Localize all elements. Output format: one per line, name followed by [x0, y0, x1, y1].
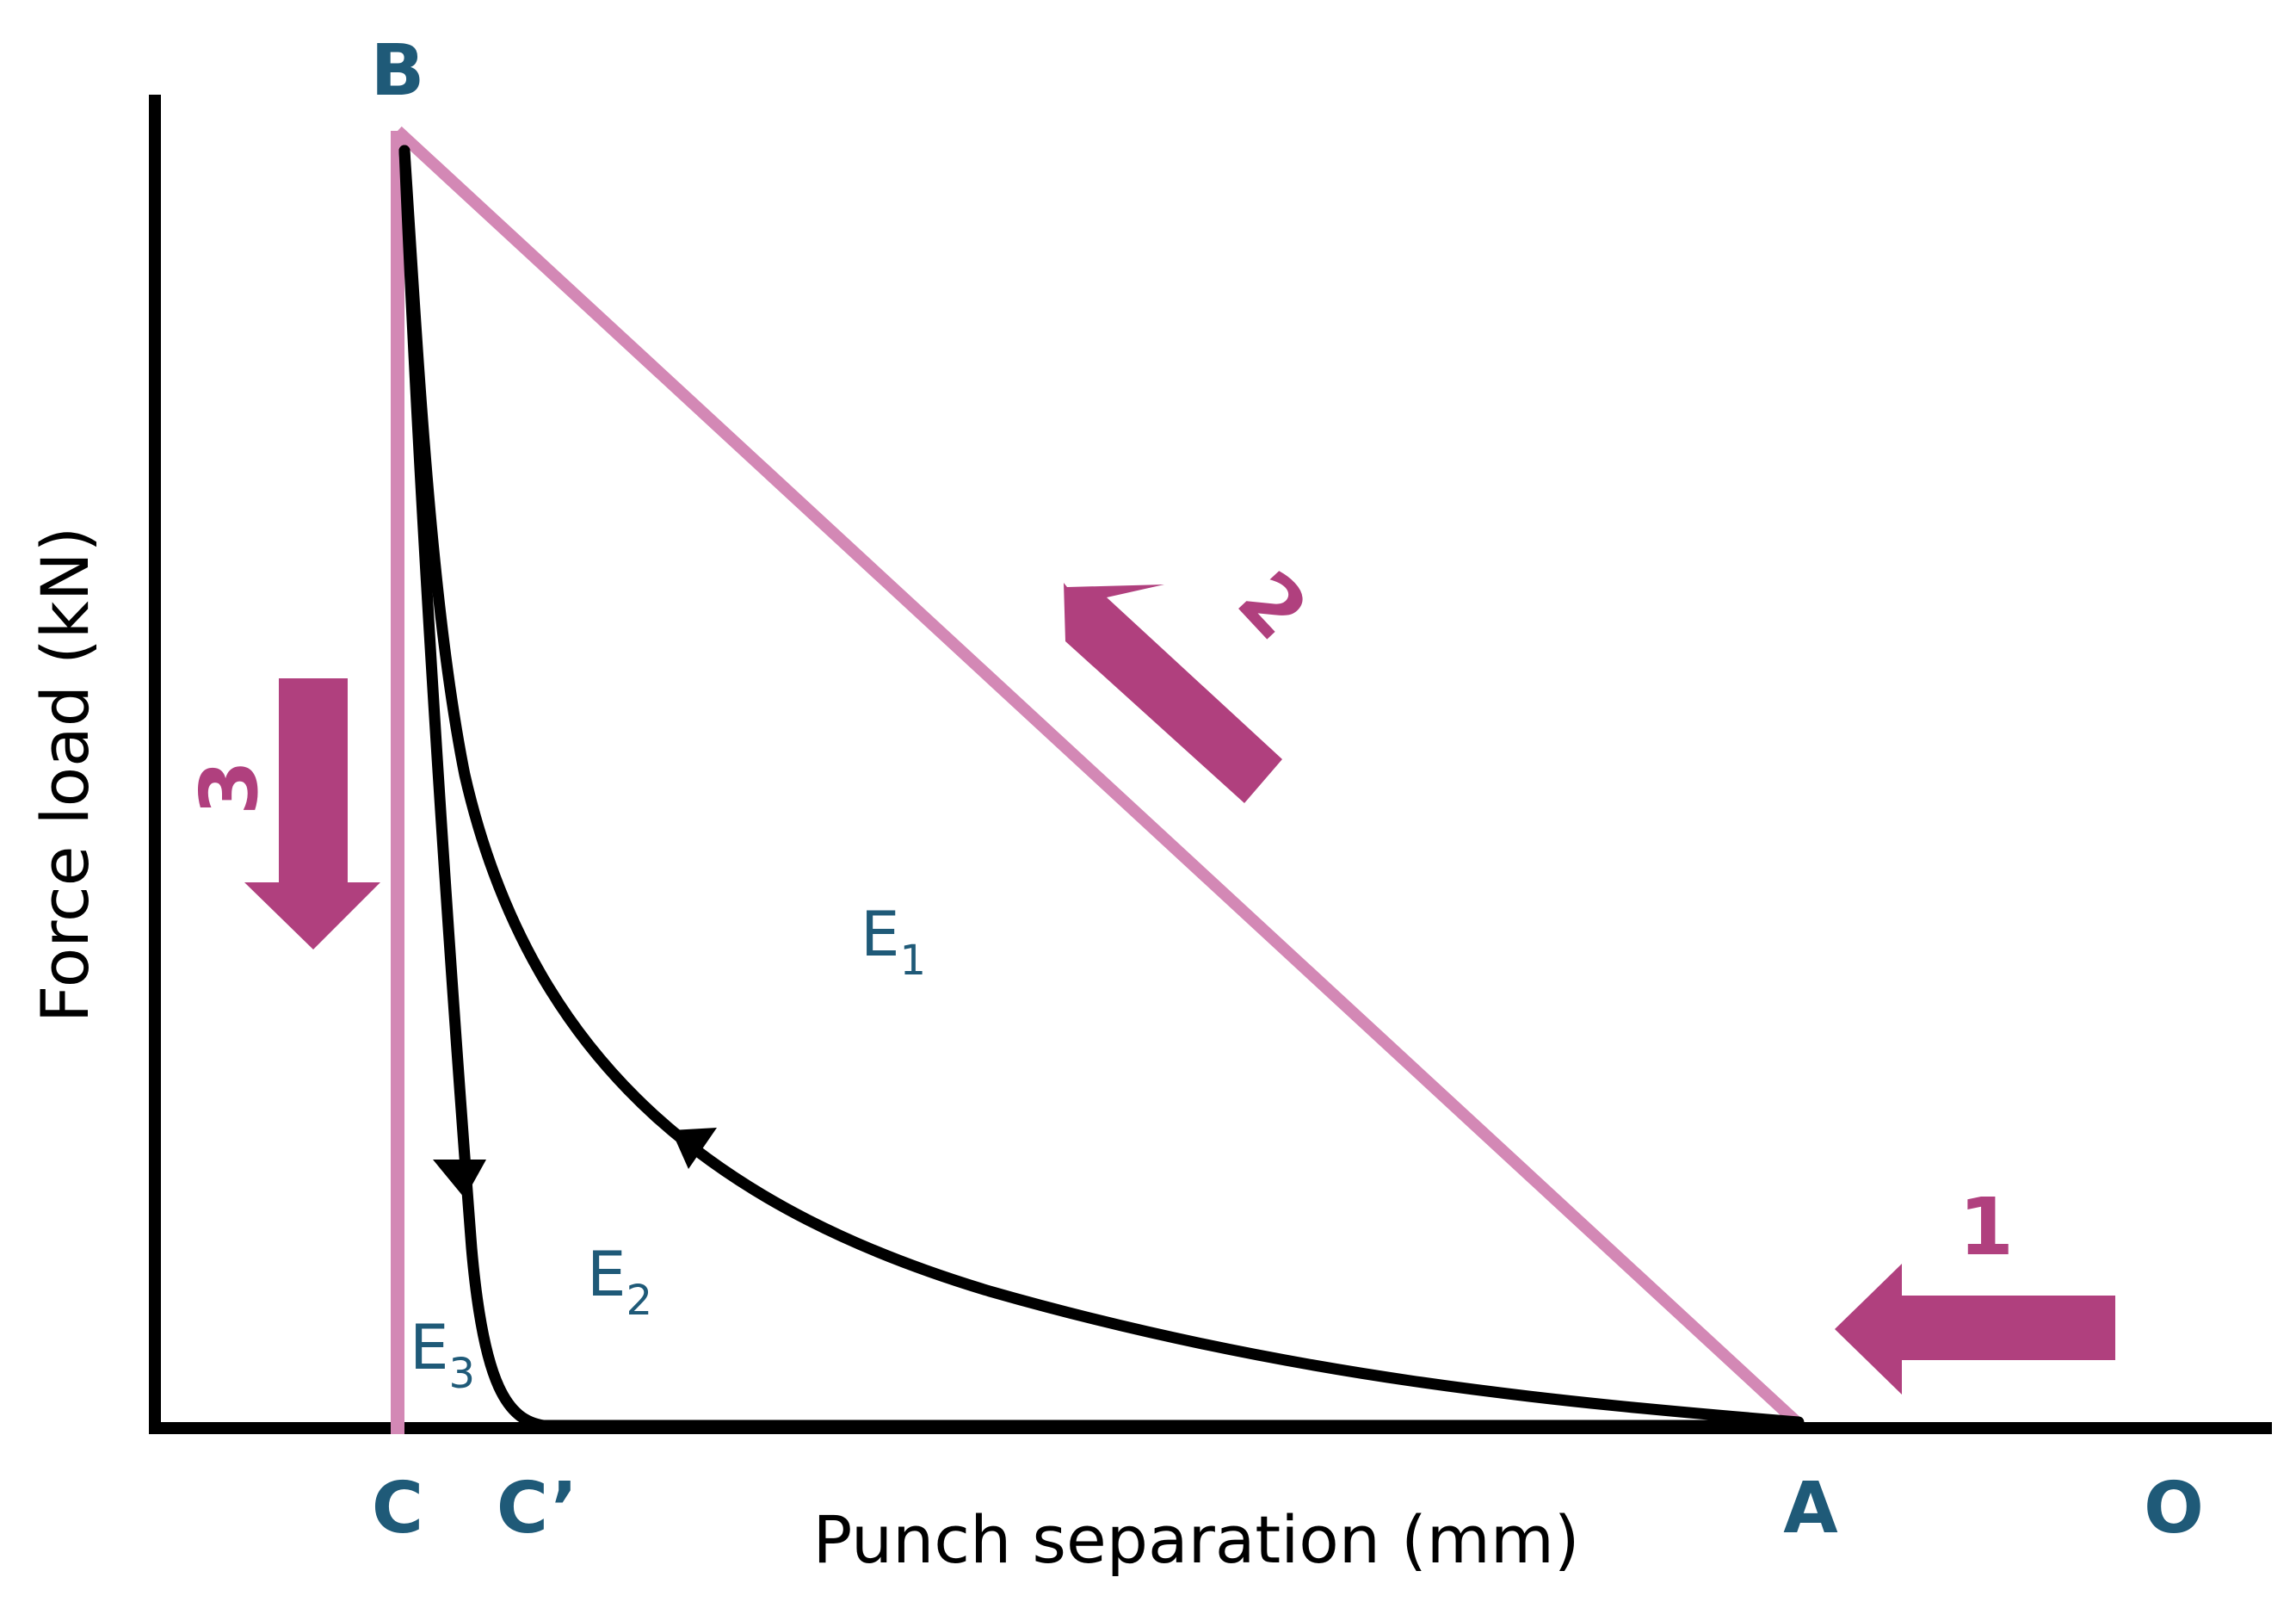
point-c-label: C: [372, 1468, 423, 1549]
line-b-to-a: [393, 126, 1803, 1429]
energy-e2-label: E2: [587, 1238, 652, 1325]
step-1-label: 1: [1959, 1181, 2014, 1273]
point-o-label: O: [2144, 1468, 2204, 1549]
step-2-arrow-icon: [1064, 583, 1282, 803]
energy-e1-label: E1: [861, 898, 926, 985]
x-axis-label: Punch separation (mm): [812, 1501, 1579, 1578]
point-a-label: A: [1783, 1468, 1838, 1549]
energy-e3-label: E3: [410, 1311, 475, 1398]
step-3-arrow-icon: [244, 678, 380, 949]
unloading-curve: [398, 145, 1805, 1432]
point-c-prime-label: C’: [497, 1468, 577, 1549]
step-2-label: 2: [1220, 554, 1325, 658]
step-3-label: 3: [183, 760, 275, 815]
loading-curve-arrowhead: [671, 1128, 717, 1169]
point-b-label: B: [371, 30, 425, 112]
y-axis-label: Force load (kN): [27, 527, 103, 1024]
step-1-arrow-icon: [1835, 1264, 2115, 1395]
unloading-curve-arrowhead: [433, 1160, 486, 1198]
